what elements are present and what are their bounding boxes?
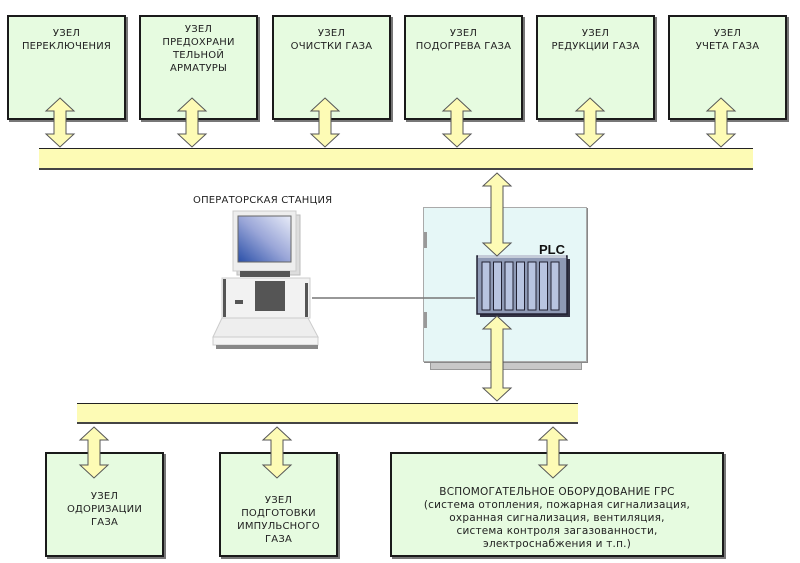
plc-module-slot [481, 261, 491, 311]
bidirectional-arrow-icon [481, 172, 513, 257]
plc-module-slot [527, 261, 537, 311]
bidirectional-arrow-icon [309, 97, 341, 148]
plc-module-slot [493, 261, 502, 311]
operator-station-label: ОПЕРАТОРСКАЯ СТАНЦИЯ [193, 195, 333, 206]
bidirectional-arrow-icon [176, 97, 208, 148]
plc-module-slot [539, 261, 548, 311]
bottom-bus [77, 403, 578, 424]
plc-module-slot [516, 261, 525, 311]
bidirectional-arrow-icon [78, 426, 110, 479]
bidirectional-arrow-icon [261, 426, 293, 479]
bidirectional-arrow-icon [441, 97, 473, 148]
bidirectional-arrow-icon [574, 97, 606, 148]
bidirectional-arrow-icon [537, 426, 569, 479]
plc-label: PLC [539, 242, 565, 257]
bidirectional-arrow-icon [44, 97, 76, 148]
operator-computer-icon [212, 210, 475, 349]
cabinet-hinge-top [424, 232, 427, 248]
plc-module-slot [504, 261, 514, 311]
bidirectional-arrow-icon [705, 97, 737, 148]
top-bus [39, 148, 753, 170]
bidirectional-arrow-icon [481, 315, 513, 402]
cabinet-hinge-bottom [424, 312, 427, 328]
plc-module-slot [550, 261, 560, 311]
plc-rack-icon [476, 255, 570, 317]
